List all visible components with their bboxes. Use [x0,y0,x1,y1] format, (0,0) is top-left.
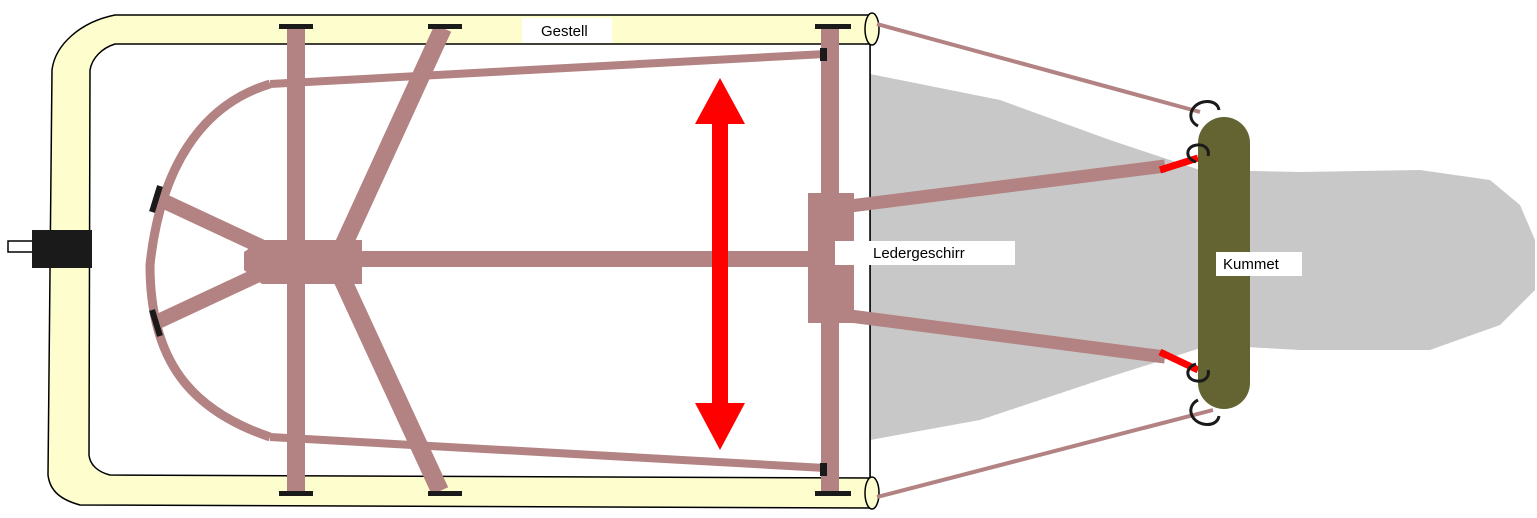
frame-clip [428,24,462,29]
hook-icon [1189,100,1221,128]
central-hub [244,240,362,284]
central-spine [360,251,815,267]
hook-icon [1186,362,1210,383]
frame-end-top [864,12,880,46]
hook-icon [1189,398,1221,426]
diagonal-strut-bottom [329,266,449,495]
rear-curved-strap [145,79,272,442]
trace-bottom [849,309,1166,364]
frame-end-bottom [864,476,880,510]
strap-buckle [820,48,827,61]
double-headed-arrow-icon [695,78,745,450]
side-strap-bottom [269,433,826,472]
frame-clip [428,491,462,496]
hitch-block [32,230,92,268]
frame-collar-line-bottom [876,408,1214,499]
frame-collar-line-top [876,22,1201,114]
frame-clip [279,491,313,496]
harness-label: Ledergeschirr [873,245,965,262]
frame-clip [815,24,851,29]
collar-label: Kummet [1223,256,1280,273]
frame-label-box [522,18,612,43]
strap-buckle [820,463,827,476]
trace-top [849,159,1166,213]
collar-label-box [1216,252,1302,276]
frame-clip [815,491,851,496]
v-strap-bottom [153,266,266,329]
frame-clip [279,24,313,29]
strap-buckle [149,309,163,337]
diagonal-strut-top [329,24,452,261]
strap-buckle [149,185,163,213]
frame-label: Gestell [541,23,588,40]
v-strap-top [153,191,266,254]
side-strap-top [269,50,826,88]
harness-label-box [835,241,1015,265]
hook-icon [1186,143,1210,164]
